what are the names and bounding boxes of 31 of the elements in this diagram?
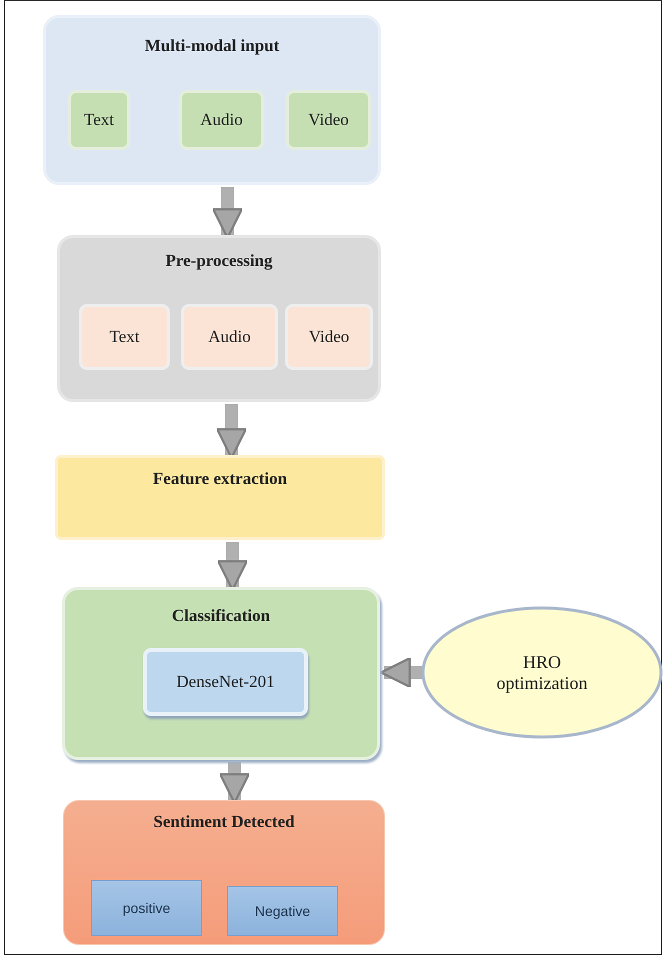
process-box (55, 455, 385, 540)
node-label: Audio (200, 110, 243, 130)
node-label: Text (110, 327, 140, 347)
output-panel (63, 800, 385, 945)
classification-panel (62, 587, 380, 760)
modality-box (179, 90, 264, 150)
heading: Pre-processing (164, 251, 274, 271)
heading: Sentiment Detected (152, 812, 296, 832)
node-label: positive (122, 900, 170, 916)
node-label: DenseNet-201 (176, 672, 275, 692)
node-label: Video (308, 110, 349, 130)
heading: Feature extraction (152, 469, 288, 489)
modality-box (68, 90, 130, 150)
node-label: Audio (208, 327, 251, 347)
optimizer-ellipse (420, 605, 664, 740)
modality-box (286, 90, 371, 150)
modality-box (181, 304, 278, 370)
node-label: Text (84, 110, 114, 130)
preprocessing-panel (57, 235, 381, 402)
modality-box (285, 304, 373, 370)
model-box (143, 648, 308, 716)
sentiment-box (91, 880, 202, 936)
modality-box (79, 304, 170, 370)
heading: Classification (170, 606, 272, 626)
heading: Multi-modal input (144, 36, 280, 56)
node-label: Negative (254, 903, 310, 919)
input-group-panel (43, 15, 381, 185)
sentiment-box (227, 886, 338, 936)
node-label: HRO optimization (496, 652, 588, 694)
block-arrow (380, 657, 422, 688)
node-label: Video (308, 327, 350, 347)
